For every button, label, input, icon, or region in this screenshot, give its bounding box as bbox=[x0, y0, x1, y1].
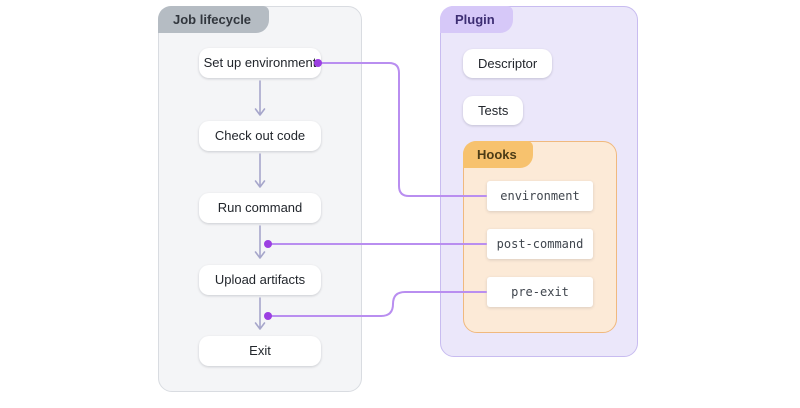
flow-step-run-command: Run command bbox=[199, 193, 321, 223]
hook-pre-exit: pre-exit bbox=[487, 277, 593, 307]
plugin-item-tests: Tests bbox=[463, 96, 524, 125]
job-lifecycle-title: Job lifecycle bbox=[173, 12, 252, 27]
flow-step-check-out-code: Check out code bbox=[199, 121, 321, 151]
plugin-tab: Plugin bbox=[440, 6, 513, 33]
hooks-tab: Hooks bbox=[463, 141, 533, 168]
hook-environment: environment bbox=[487, 181, 593, 211]
job-lifecycle-tab: Job lifecycle bbox=[158, 6, 270, 33]
flow-step-set-up-environment: Set up environment bbox=[199, 48, 321, 78]
plugin-item-descriptor: Descriptor bbox=[463, 49, 553, 78]
flow-step-upload-artifacts: Upload artifacts bbox=[199, 265, 321, 295]
hooks-title: Hooks bbox=[477, 147, 517, 162]
hook-post-command: post-command bbox=[487, 229, 593, 259]
flow-step-exit: Exit bbox=[199, 336, 321, 366]
plugin-title: Plugin bbox=[455, 12, 495, 27]
